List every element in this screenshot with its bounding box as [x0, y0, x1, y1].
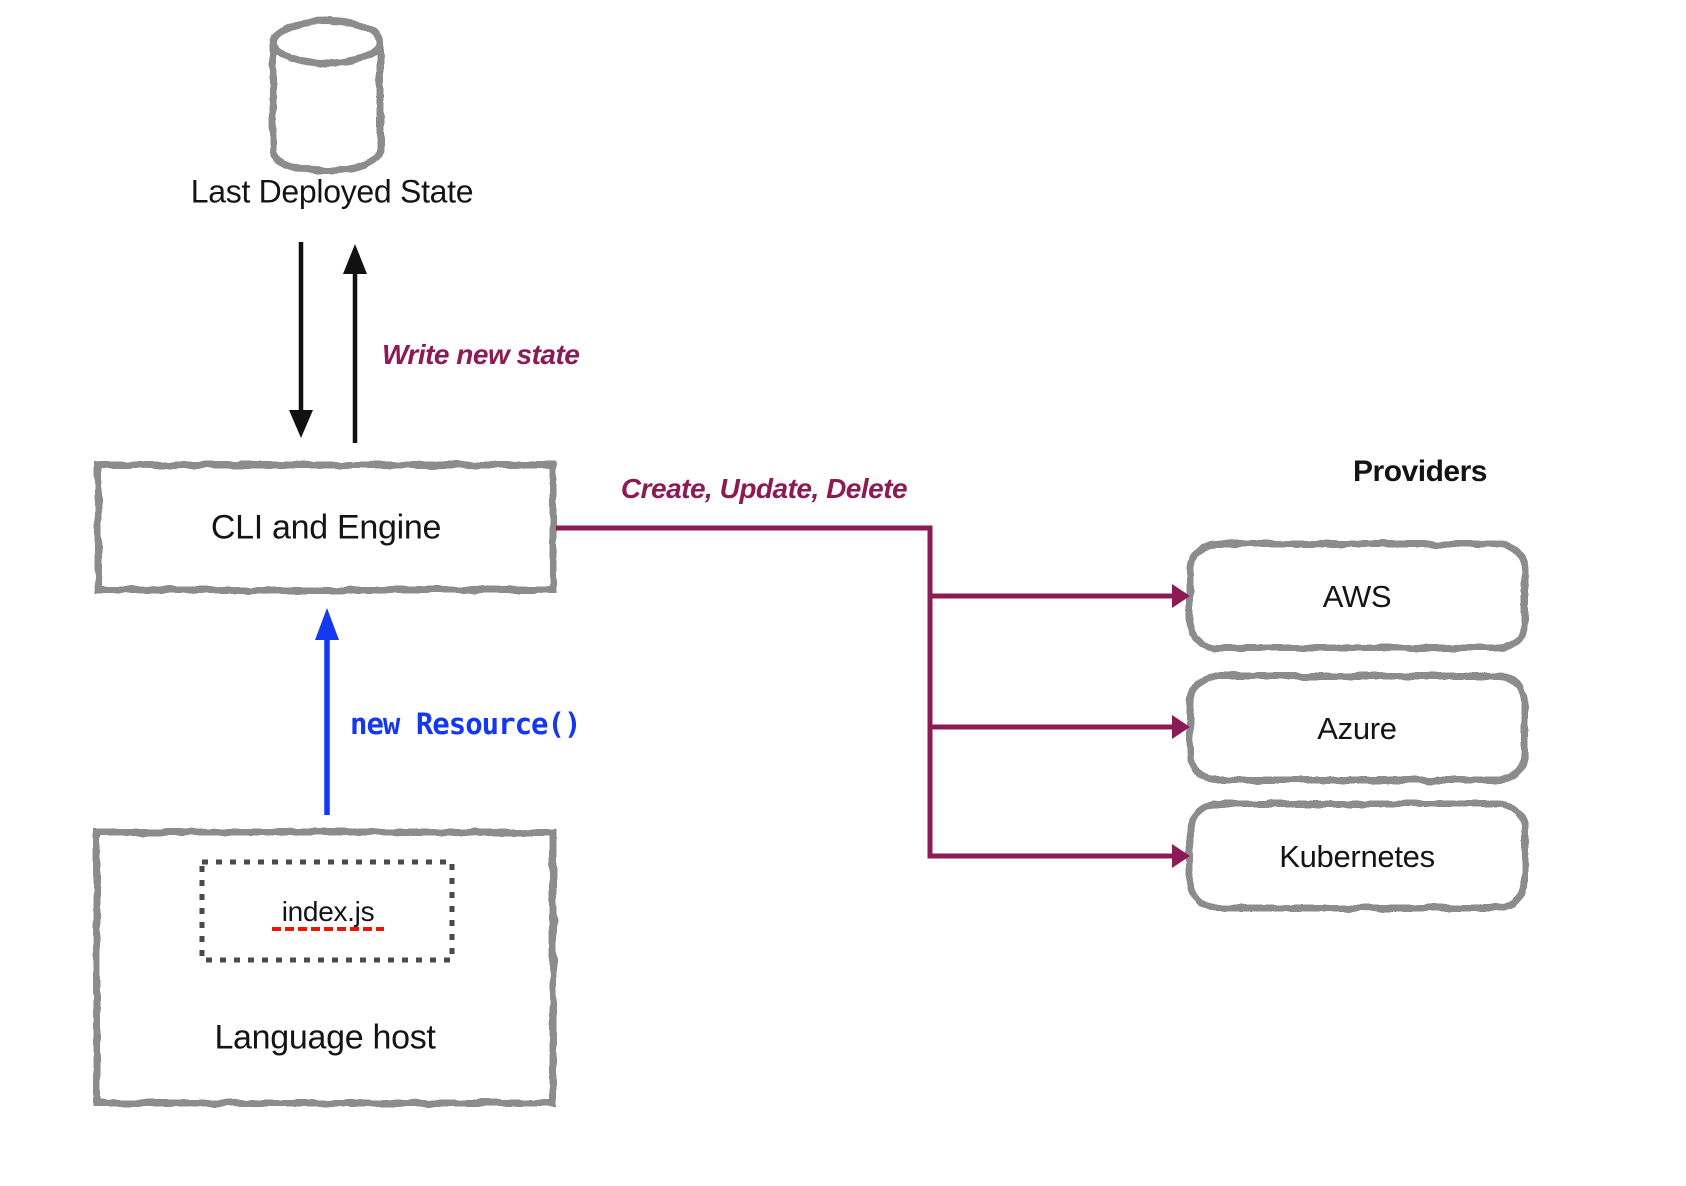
crud-arrowheads — [1172, 584, 1190, 868]
language-host-label: Language host — [214, 1018, 436, 1057]
new-resource-arrow — [315, 608, 339, 815]
provider-label-aws: AWS — [1322, 579, 1392, 614]
language-host-box — [93, 828, 557, 1107]
provider-label-kubernetes: Kubernetes — [1279, 839, 1435, 874]
read-state-arrow — [289, 242, 313, 438]
crud-connector — [556, 525, 1174, 859]
cli-engine-box — [94, 461, 557, 594]
provider-box-azure — [1186, 672, 1529, 784]
write-new-state-label: Write new state — [382, 339, 580, 370]
database-cylinder-icon — [269, 17, 384, 175]
create-update-delete-label: Create, Update, Delete — [620, 473, 908, 504]
last-deployed-state-label: Last Deployed State — [190, 173, 474, 210]
index-js-label: index.js — [281, 896, 375, 927]
index-js-box — [199, 859, 455, 963]
new-resource-label: new Resource() — [350, 707, 581, 741]
provider-label-azure: Azure — [1317, 711, 1397, 746]
write-state-arrow — [343, 244, 367, 443]
cli-engine-label: CLI and Engine — [210, 508, 442, 547]
providers-heading: Providers — [1353, 455, 1487, 488]
